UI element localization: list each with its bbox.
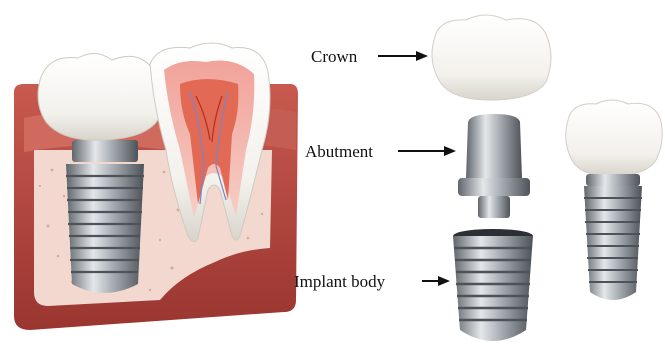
abutment-arrowhead [444,146,456,156]
implant-body-arrowhead [438,276,450,286]
abutment-stem [478,196,510,218]
implant-screw-body [66,164,144,293]
implant-body-component [453,229,533,341]
implant-abutment-neck [72,140,138,162]
exploded-components [432,15,551,341]
abutment-component [458,114,530,218]
implant-body-screw [453,236,533,341]
abutment-collar [458,178,530,196]
crown-label: Crown [311,48,357,65]
assembled-crown [566,100,663,176]
abutment-top [466,114,522,178]
implant-crown [38,53,162,140]
crown-component [432,15,551,100]
abutment-label: Abutment [305,143,373,160]
assembled-collar [586,174,640,186]
implant-body-label: Implant body [294,273,385,290]
crown-arrowhead [416,51,428,61]
assembled-implant [566,100,663,300]
